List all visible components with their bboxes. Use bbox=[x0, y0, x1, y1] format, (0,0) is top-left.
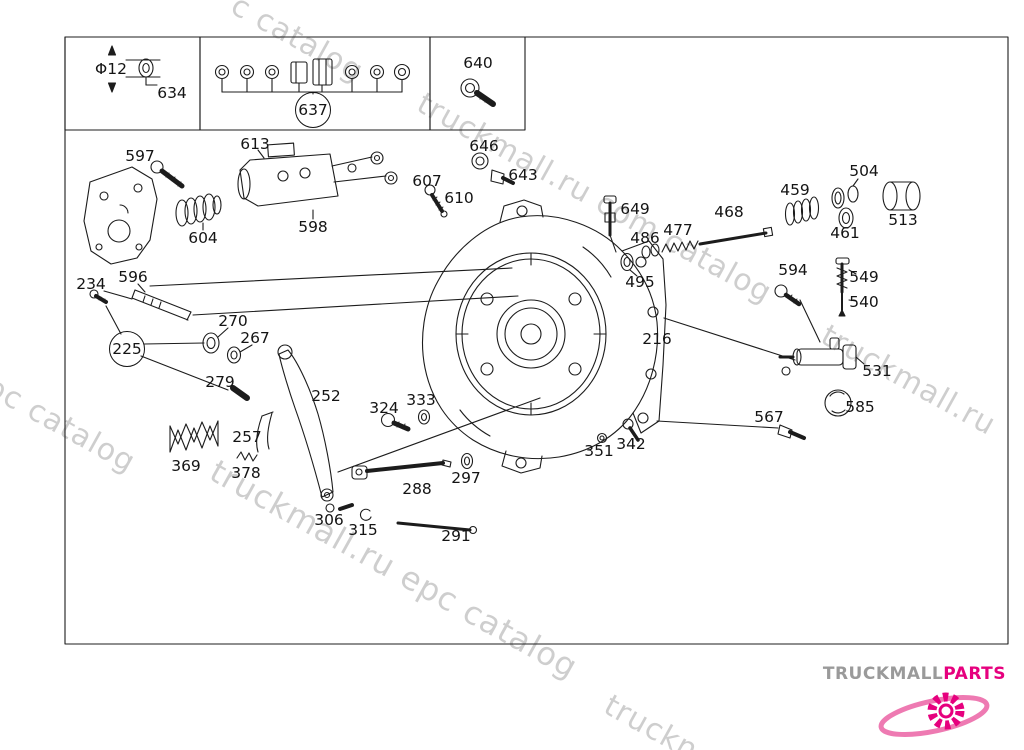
truckmall-logo-gear-icon bbox=[878, 692, 990, 737]
truckmall-logo: TRUCKMALLPARTS bbox=[823, 658, 1016, 748]
slave-cylinder-group-drawing bbox=[656, 257, 865, 440]
right-small-parts-drawing bbox=[603, 178, 921, 277]
logo-text-truckmall: TRUCKMALL bbox=[822, 664, 944, 684]
inset-640-drawing bbox=[460, 78, 496, 107]
bellows-604-drawing bbox=[175, 193, 222, 231]
bottom-bolts-drawing bbox=[596, 418, 640, 444]
diagram-frame bbox=[64, 36, 1009, 645]
pushrod-group-drawing bbox=[89, 267, 519, 391]
inset-634-drawing bbox=[107, 45, 161, 93]
fork-group-drawing bbox=[169, 327, 541, 513]
inset-637-drawing bbox=[214, 58, 411, 95]
lower-shaft-group-drawing bbox=[338, 409, 478, 535]
small-bolts-drawing bbox=[424, 152, 515, 218]
logo-text: TRUCKMALLPARTS bbox=[823, 664, 1006, 684]
clutch-housing-drawing bbox=[421, 199, 667, 474]
plate-and-bolt-drawing bbox=[83, 160, 185, 265]
unit-598-drawing bbox=[237, 142, 398, 220]
logo-text-parts: PARTS bbox=[943, 664, 1006, 684]
